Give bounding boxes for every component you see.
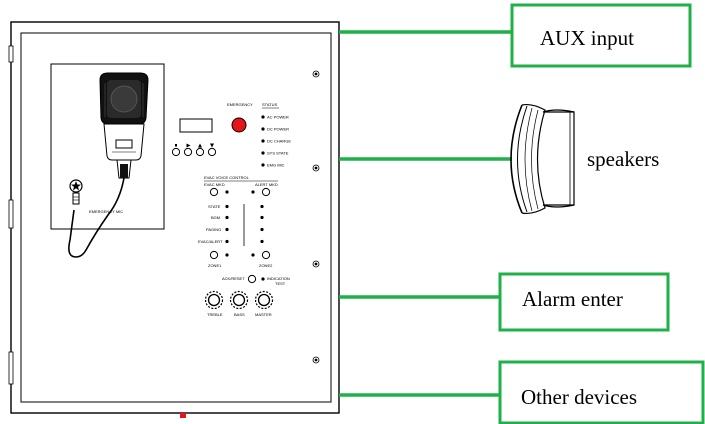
bottom-marker: [180, 413, 186, 418]
transport-icons: [175, 143, 214, 148]
evac-mkd-label: EVAC MKD: [204, 182, 225, 187]
evac-mkd-button[interactable]: [209, 187, 219, 197]
zone2-leds: [260, 204, 264, 244]
indication-label: INDICATION: [267, 276, 290, 281]
treble-knob[interactable]: [204, 290, 224, 310]
row-label-bgm: BGM: [211, 215, 220, 220]
ack-reset-label: ACK/RESET: [222, 276, 245, 281]
alert-mkd-label: ALERT MKD: [255, 182, 278, 187]
bass-label: BASS: [234, 312, 245, 317]
speakers-label: speakers: [587, 147, 659, 171]
bass-knob[interactable]: [229, 290, 249, 310]
master-label: MASTER: [255, 312, 272, 317]
status-dc-power: DC POWER: [267, 127, 289, 132]
zone1-leds: [225, 204, 229, 244]
status-leds: [261, 115, 265, 167]
hinge-top: [8, 45, 14, 63]
status-emg-mic: EMG MIC: [267, 163, 285, 168]
speaker-icon: [510, 103, 575, 215]
aux-input-box: [510, 3, 692, 68]
screws: [312, 70, 320, 364]
zone2-led: [251, 253, 255, 257]
zone1-label: ZONE1: [208, 263, 222, 268]
alarm-enter-box: [498, 272, 670, 332]
status-sys-state: SYS STATE: [267, 151, 289, 156]
zone2-button[interactable]: [261, 250, 271, 260]
transport-buttons: [171, 147, 217, 157]
alert-mkd-led: [251, 190, 255, 194]
hinge-middle: [8, 199, 14, 229]
alert-mkd-button[interactable]: [261, 187, 271, 197]
zone1-button[interactable]: [209, 250, 219, 260]
master-knob[interactable]: [254, 290, 274, 310]
lcd-display: [179, 118, 213, 133]
treble-label: TREBLE: [207, 312, 223, 317]
row-label-state: STATE: [208, 204, 221, 209]
zone2-label: ZONE2: [259, 263, 273, 268]
status-dc-charge: DC CHARGE: [267, 139, 291, 144]
alarm-enter-label: Alarm enter: [522, 287, 623, 311]
microphone-icon: [68, 72, 149, 258]
other-devices-box: [498, 360, 705, 424]
connector-lines: [339, 30, 512, 397]
status-ac-power: AC POWER: [267, 115, 289, 120]
test-label: TEST: [275, 281, 286, 286]
zone1-led: [225, 253, 229, 257]
control-panel: [171, 118, 217, 157]
evac-mkd-led: [225, 190, 229, 194]
row-label-evac-alert: EVAC/ALERT: [198, 239, 223, 244]
hinge-bottom: [8, 351, 14, 385]
emergency-label: EMERGENCY: [227, 102, 253, 107]
status-label: STATUS: [262, 102, 278, 107]
ack-reset-button[interactable]: [247, 274, 257, 284]
row-label-paging: PAGING: [206, 227, 221, 232]
evac-title: EVAC VOICE CONTROL: [204, 175, 250, 180]
emergency-mic-label: EMERGENCY MIC: [89, 209, 123, 214]
aux-input-label: AUX input: [540, 26, 634, 50]
other-devices-label: Other devices: [521, 385, 637, 409]
indication-led: [261, 277, 265, 281]
emergency-button[interactable]: [231, 117, 247, 133]
